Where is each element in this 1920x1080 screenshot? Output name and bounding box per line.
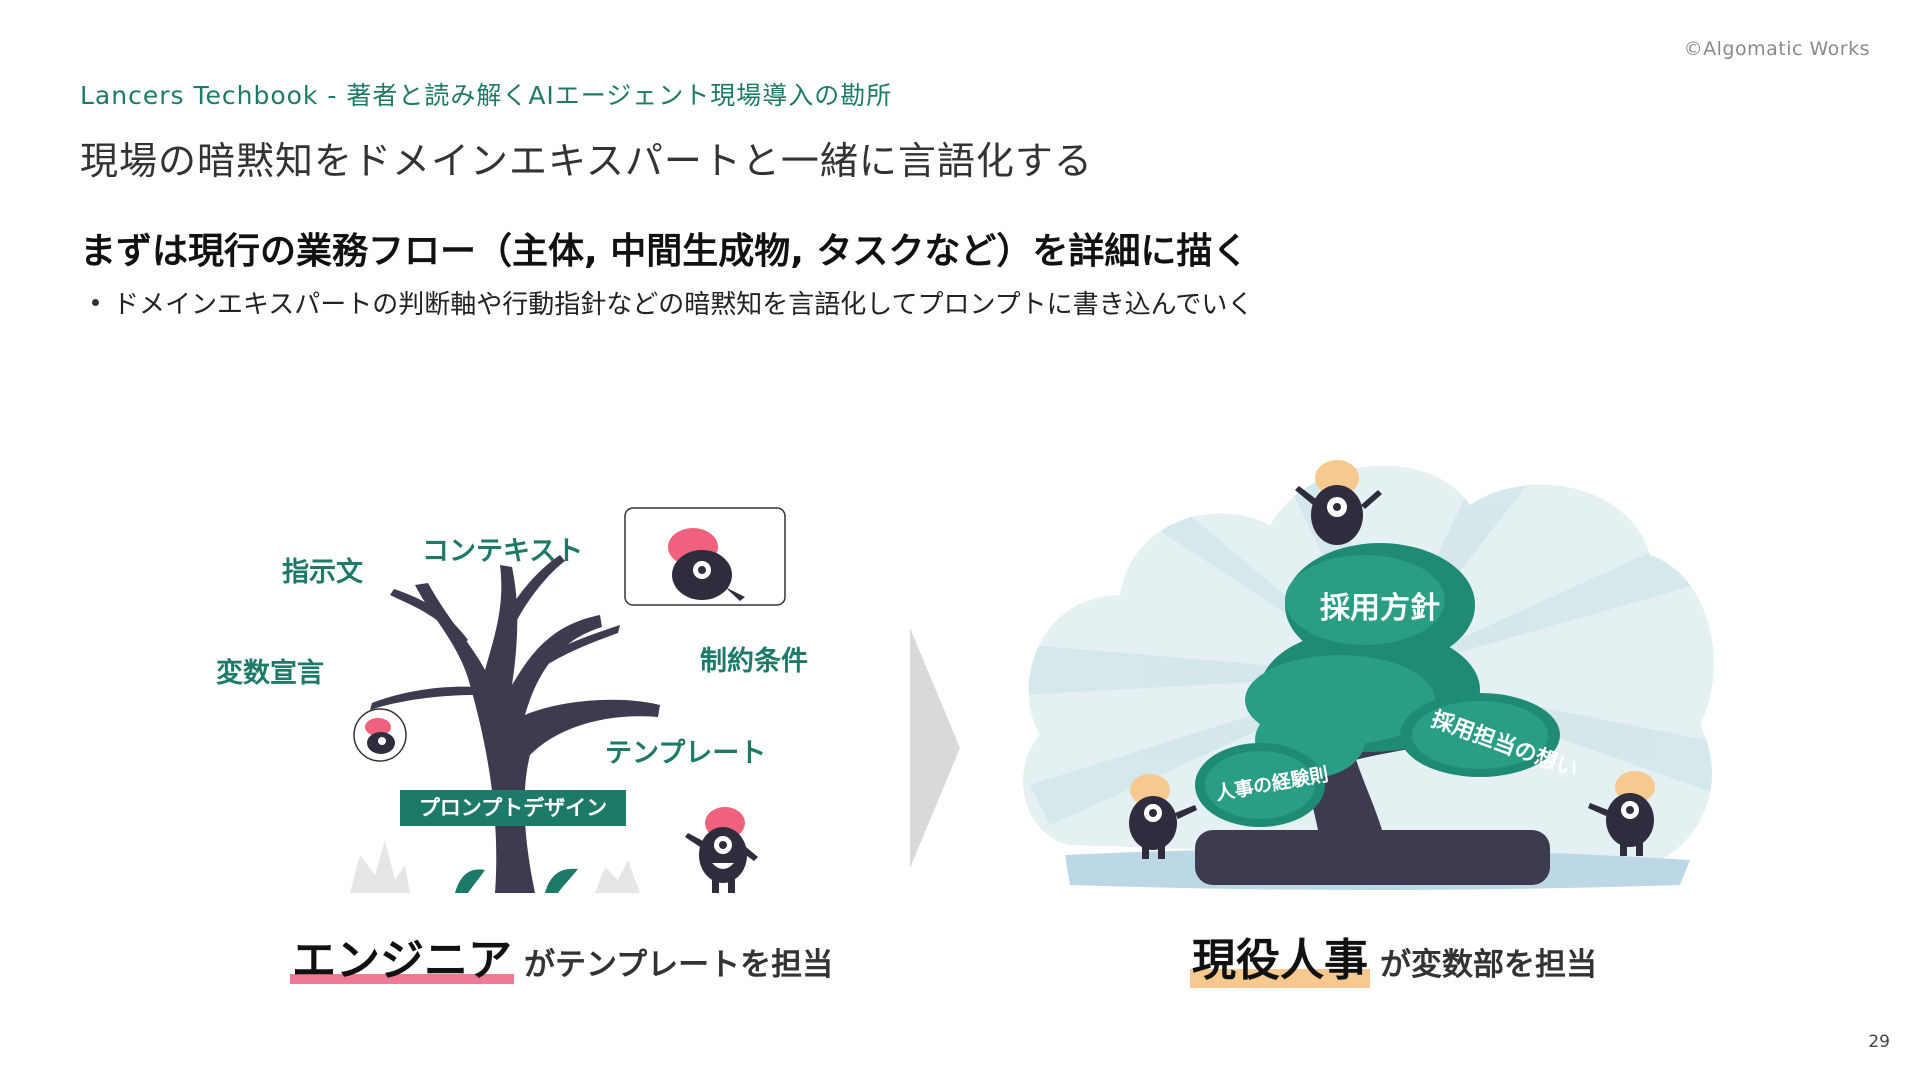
engineer-tree-illustration: 指示文 コンテキスト 変数宣言 制約条件 テンプレート プロンプトデザイン bbox=[200, 495, 820, 895]
bullet-item: ドメインエキスパートの判断軸や行動指針などの暗黙知を言語化してプロンプトに書き込… bbox=[92, 284, 1253, 321]
bullet-dot bbox=[92, 299, 99, 306]
arrow-icon bbox=[910, 628, 970, 868]
label-variable: 変数宣言 bbox=[216, 657, 324, 689]
copyright: ©Algomatic Works bbox=[1684, 38, 1870, 60]
label-prompt-design: プロンプトデザイン bbox=[419, 796, 607, 820]
label-hiring-policy: 採用方針 bbox=[1320, 591, 1440, 626]
engineer-caption-sub: がテンプレートを担当 bbox=[524, 939, 833, 984]
tree-trunk bbox=[415, 565, 660, 893]
page-number: 29 bbox=[1868, 1032, 1890, 1052]
slide-title: 現場の暗黙知をドメインエキスパートと一緒に言語化する bbox=[80, 130, 1093, 185]
label-constraint: 制約条件 bbox=[700, 645, 808, 677]
slide-subtitle: Lancers Techbook - 著者と読み解くAIエージェント現場導入の勘… bbox=[80, 76, 892, 112]
engineer-caption: エンジニア がテンプレートを担当 bbox=[290, 924, 833, 988]
hr-caption-sub: が変数部を担当 bbox=[1380, 939, 1597, 984]
bullet-text: ドメインエキスパートの判断軸や行動指針などの暗黙知を言語化してプロンプトに書き込… bbox=[113, 284, 1253, 321]
label-context: コンテキスト bbox=[422, 536, 583, 567]
section-heading: まずは現行の業務フロー（主体, 中間生成物, タスクなど）を詳細に描く bbox=[80, 222, 1248, 274]
engineer-caption-main: エンジニア bbox=[290, 924, 514, 988]
hr-bonsai-illustration: 採用方針 採用担当の想い 人事の経験則 bbox=[1010, 445, 1730, 900]
label-template: テンプレート bbox=[605, 738, 766, 769]
hr-caption: 現役人事 が変数部を担当 bbox=[1190, 924, 1597, 988]
hr-caption-main: 現役人事 bbox=[1190, 924, 1370, 988]
label-instruction: 指示文 bbox=[282, 556, 364, 588]
engineer-character bbox=[699, 827, 747, 883]
